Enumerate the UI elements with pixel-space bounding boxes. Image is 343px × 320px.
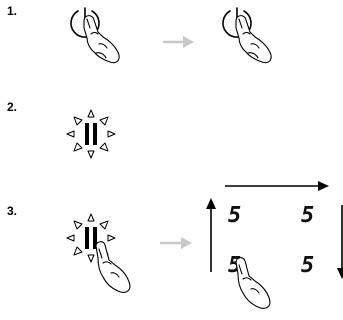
step-2-number: 2. (7, 100, 18, 114)
blinking-pause-icon (66, 109, 116, 159)
right-arrow-head (337, 268, 343, 279)
next-arrow-1-head (183, 36, 194, 48)
power-press-hand-icon (70, 7, 120, 64)
zone-display-bottom-right: 5 (301, 253, 314, 278)
step-1-number: 1. (7, 4, 18, 18)
left-arrow-head (206, 198, 216, 209)
press-zone-hand-icon (235, 257, 271, 309)
next-arrow-2-head (181, 237, 192, 249)
step-3-number: 3. (7, 204, 18, 218)
top-arrow-head (318, 181, 329, 191)
zone-display-top-left: 5 (228, 203, 241, 228)
press-pause-hand-icon (95, 241, 131, 293)
zone-display-top-right: 5 (301, 203, 314, 228)
power-hold-hand-icon (222, 7, 272, 64)
